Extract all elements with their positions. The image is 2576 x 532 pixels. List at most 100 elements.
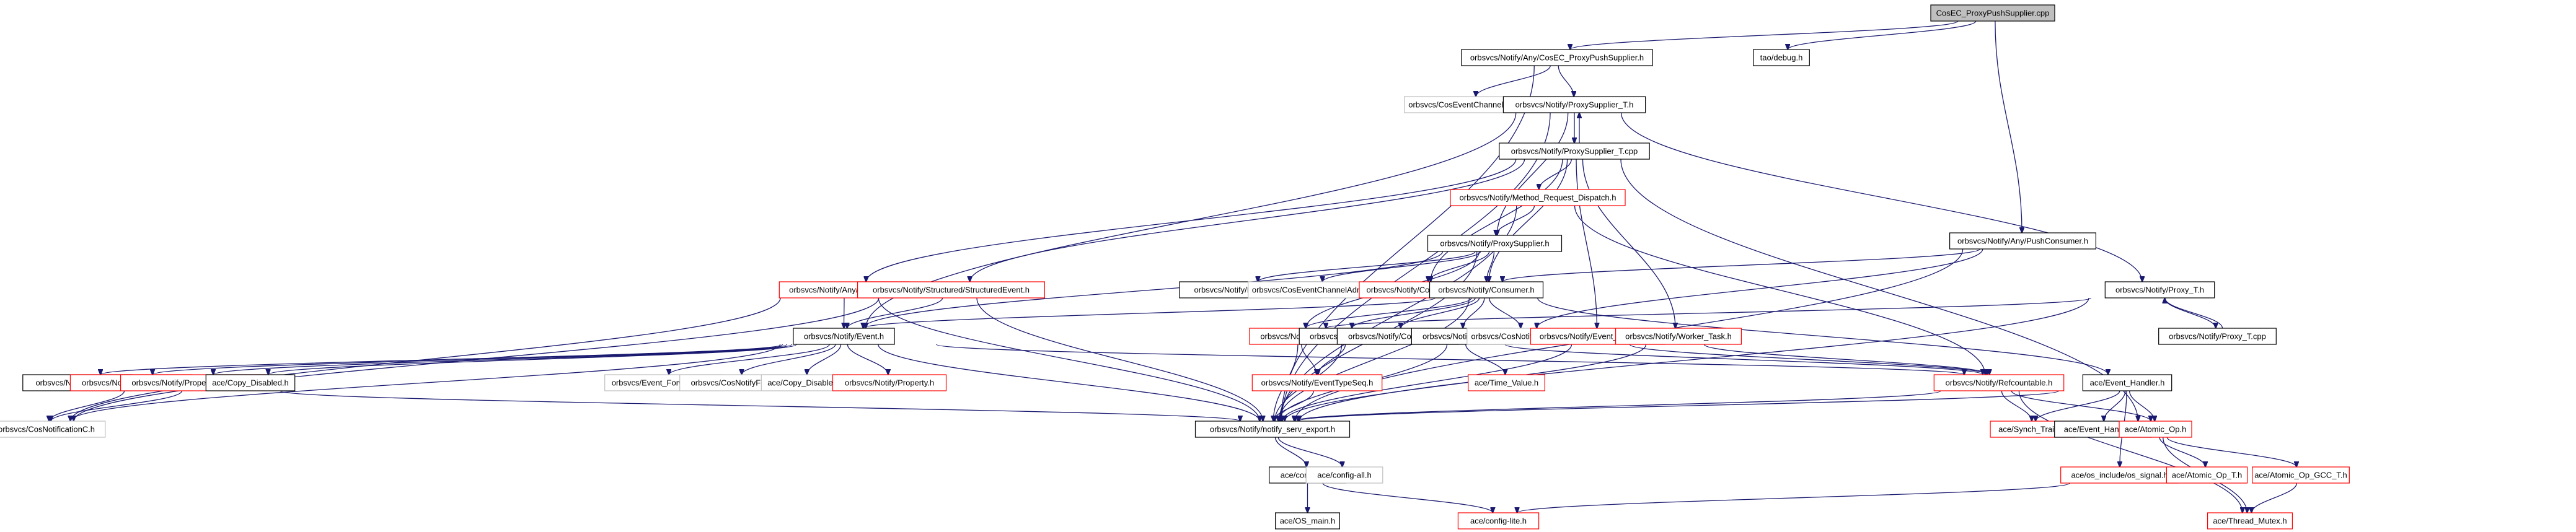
edge-anyevent-to-servexport xyxy=(878,297,1259,421)
node-box[interactable] xyxy=(2104,281,2215,299)
graph-node-proxyT-h[interactable]: orbsvcs/Notify/Proxy_T.h xyxy=(2104,281,2215,299)
edge-servexport-to-configall2 xyxy=(1277,437,1342,467)
graph-node-atomicopgcc[interactable]: ace/Atomic_Op_GCC_T.h xyxy=(2252,466,2350,484)
node-box[interactable] xyxy=(1615,328,1742,345)
node-label: ace/config-lite.h xyxy=(1470,517,1527,526)
graph-node-workertask[interactable]: orbsvcs/Notify/Worker_Task.h xyxy=(1615,328,1742,345)
node-label: ace/OS_main.h xyxy=(1280,517,1336,526)
edge-refcountable-to-threadmutex xyxy=(2018,390,2242,513)
graph-node-cosnotifc[interactable]: orbsvcs/CosNotificationC.h xyxy=(0,421,106,438)
node-label: orbsvcs/Notify/Property.h xyxy=(845,378,934,388)
node-box[interactable] xyxy=(1502,96,1646,113)
graph-node-mrd[interactable]: orbsvcs/Notify/Method_Request_Dispatch.h xyxy=(1450,189,1626,206)
edge-anycosec-to-psT-h xyxy=(1558,65,1574,97)
graph-node-threadmutex[interactable]: ace/Thread_Mutex.h xyxy=(2207,512,2293,530)
graph-node-configlite[interactable]: ace/config-lite.h xyxy=(1457,512,1540,530)
node-box[interactable] xyxy=(793,328,895,345)
graph-node-refcountable[interactable]: orbsvcs/Notify/Refcountable.h xyxy=(1933,374,2065,391)
graph-node-configall2[interactable]: ace/config-all.h xyxy=(1305,466,1383,484)
node-label: ace/Atomic_Op_T.h xyxy=(2172,471,2242,480)
edge-ossignal-to-configlite xyxy=(1517,482,2070,513)
node-label: ace/Copy_Disabled.h xyxy=(767,378,844,388)
graph-node-atomicopT[interactable]: ace/Atomic_Op_T.h xyxy=(2166,466,2248,484)
graph-node-property[interactable]: orbsvcs/Notify/Property.h xyxy=(832,374,947,391)
node-box[interactable] xyxy=(2060,466,2179,484)
graph-node-proxyT-cpp[interactable]: orbsvcs/Notify/Proxy_T.cpp xyxy=(2158,328,2277,345)
node-box[interactable] xyxy=(1933,374,2065,391)
edge-atomicop-to-atomicopgcc xyxy=(2166,437,2296,467)
graph-node-ossignal[interactable]: ace/os_include/os_signal.h xyxy=(2060,466,2179,484)
edge-consumer-h-to-proxy-h xyxy=(1306,297,1472,328)
node-box[interactable] xyxy=(1499,142,1650,160)
node-box[interactable] xyxy=(1930,4,2055,22)
edge-evhandler-to-servexport xyxy=(1298,390,2060,421)
graph-node-pushcons[interactable]: orbsvcs/Notify/Any/PushConsumer.h xyxy=(1949,232,2097,250)
graph-node-copydis2[interactable]: ace/Copy_Disabled.h xyxy=(761,374,851,391)
edge-propbool-to-servexport xyxy=(280,390,1240,421)
edge-psT-h-to-servexport xyxy=(1282,112,1551,421)
graph-node-timevalue[interactable]: ace/Time_Value.h xyxy=(1468,374,1545,391)
graph-node-consumer-h[interactable]: orbsvcs/Notify/Consumer.h xyxy=(1429,281,1544,299)
node-label: ace/Event_Handler.h xyxy=(2090,378,2165,388)
graph-node-anycosec[interactable]: orbsvcs/Notify/Any/CosEC_ProxyPushSuppli… xyxy=(1461,49,1653,66)
edge-event-h-to-evfwds xyxy=(669,344,830,375)
node-box[interactable] xyxy=(2119,421,2192,438)
node-box[interactable] xyxy=(2158,328,2277,345)
node-label: ace/config-all.h xyxy=(1317,471,1371,480)
node-box[interactable] xyxy=(2082,374,2172,391)
graph-node-taodebug[interactable]: tao/debug.h xyxy=(1753,49,1810,66)
node-box[interactable] xyxy=(1251,374,1383,391)
graph-node-osmain[interactable]: ace/OS_main.h xyxy=(1275,512,1341,530)
graph-node-event-h[interactable]: orbsvcs/Notify/Event.h xyxy=(793,328,895,345)
graph-node-ps-h[interactable]: orbsvcs/Notify/ProxySupplier.h xyxy=(1427,235,1563,252)
node-box[interactable] xyxy=(2166,466,2248,484)
node-label: orbsvcs/Notify/Method_Request_Dispatch.h xyxy=(1460,193,1617,203)
edge-ps-h-to-consumer-h xyxy=(1486,251,1495,282)
node-box[interactable] xyxy=(1468,374,1545,391)
node-box[interactable] xyxy=(0,421,106,438)
node-box[interactable] xyxy=(1429,281,1544,299)
node-box[interactable] xyxy=(857,281,1045,299)
node-box[interactable] xyxy=(1450,189,1626,206)
graph-node-evhandler[interactable]: ace/Event_Handler.h xyxy=(2082,374,2172,391)
node-box[interactable] xyxy=(1949,232,2097,250)
node-box[interactable] xyxy=(1194,421,1351,438)
node-box[interactable] xyxy=(1457,512,1540,530)
graph-node-structevent[interactable]: orbsvcs/Notify/Structured/StructuredEven… xyxy=(857,281,1045,299)
edge-event-h-to-property xyxy=(847,344,888,375)
node-box[interactable] xyxy=(2207,512,2293,530)
edge-propT-to-cosnotifc xyxy=(49,390,125,421)
node-label: ace/Synch_Traits.h xyxy=(1998,425,2067,434)
graph-node-psT-cpp[interactable]: orbsvcs/Notify/ProxySupplier_T.cpp xyxy=(1499,142,1650,160)
node-label: orbsvcs/Notify/Refcountable.h xyxy=(1946,378,2053,388)
node-label: orbsvcs/Notify/Consumer.h xyxy=(1438,286,1534,295)
node-label: ace/Time_Value.h xyxy=(1475,378,1538,388)
node-box[interactable] xyxy=(1461,49,1653,66)
graph-node-atomicop[interactable]: ace/Atomic_Op.h xyxy=(2119,421,2192,438)
graph-node-copydis1[interactable]: ace/Copy_Disabled.h xyxy=(205,374,296,391)
graph-node-servexport[interactable]: orbsvcs/Notify/notify_serv_export.h xyxy=(1194,421,1351,438)
edge-proxyT-h-to-servexport xyxy=(1299,297,2089,421)
edge-consumer-h-to-event-h xyxy=(863,297,1436,328)
edge-psT-cpp-to-structevent xyxy=(970,159,1525,282)
node-box[interactable] xyxy=(2252,466,2350,484)
edge-root-to-taodebug xyxy=(1788,20,1977,50)
node-box[interactable] xyxy=(832,374,947,391)
edge-refcountable-to-servexport xyxy=(1294,390,1941,421)
edge-configall1-to-configlite xyxy=(1322,482,1493,513)
graph-node-root[interactable]: CosEC_ProxyPushSupplier.cpp xyxy=(1930,4,2055,22)
node-box[interactable] xyxy=(1427,235,1563,252)
node-box[interactable] xyxy=(205,374,296,391)
node-label: ace/Atomic_Op.h xyxy=(2125,425,2187,434)
node-label: orbsvcs/Notify/Event.h xyxy=(804,332,884,341)
node-box[interactable] xyxy=(1305,466,1383,484)
graph-node-psT-h[interactable]: orbsvcs/Notify/ProxySupplier_T.h xyxy=(1502,96,1646,113)
node-box[interactable] xyxy=(1753,49,1810,66)
edge-psT-cpp-to-consadmin xyxy=(1431,159,1563,282)
edge-consumer-h-to-servexport xyxy=(1279,297,1470,421)
edge-psT-h-to-proxyT-h xyxy=(1620,112,2143,282)
graph-node-eventtypeseq[interactable]: orbsvcs/Notify/EventTypeSeq.h xyxy=(1251,374,1383,391)
node-box[interactable] xyxy=(1275,512,1341,530)
edge-event-h-to-refcountable xyxy=(935,344,1965,375)
